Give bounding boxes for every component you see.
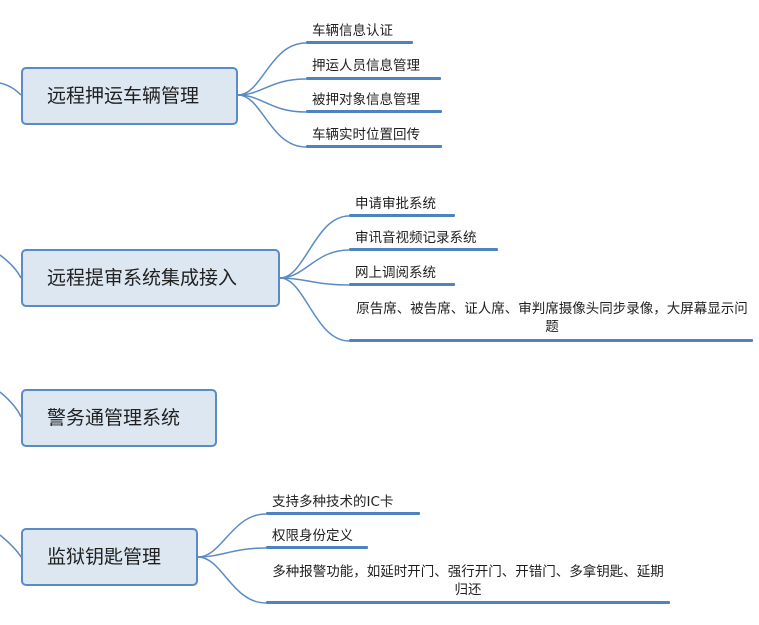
leaf-escorted-object-info[interactable]: 被押对象信息管理 bbox=[312, 92, 420, 108]
connector-root-topic-4 bbox=[0, 534, 22, 558]
leaf-multi-tech-ic-card[interactable]: 支持多种技术的IC卡 bbox=[272, 494, 394, 510]
connector-t2-c4 bbox=[279, 277, 350, 342]
leaf-vehicle-realtime-position[interactable]: 车辆实时位置回传 bbox=[312, 127, 420, 143]
leaf-permission-identity[interactable]: 权限身份定义 bbox=[272, 528, 353, 544]
connector-t4-c3 bbox=[197, 556, 267, 604]
topic-remote-interrogation[interactable]: 远程提审系统集成接入 bbox=[21, 249, 280, 307]
leaf-underline bbox=[306, 110, 442, 113]
leaf-underline bbox=[266, 601, 670, 604]
leaf-courtroom-camera-sync[interactable]: 原告席、被告席、证人席、审判席摄像头同步录像，大屏幕显示问题 bbox=[356, 301, 748, 335]
connector-t4-c1 bbox=[197, 513, 267, 558]
connector-root-topic-3 bbox=[0, 391, 22, 418]
leaf-online-review[interactable]: 网上调阅系统 bbox=[355, 265, 436, 281]
connector-t1-c4 bbox=[237, 94, 307, 148]
connector-t2-c2 bbox=[279, 249, 350, 279]
connector-t1-c1 bbox=[237, 42, 307, 96]
leaf-escort-staff-info[interactable]: 押运人员信息管理 bbox=[312, 58, 420, 74]
connector-t1-c2 bbox=[237, 78, 307, 96]
connector-t4-c2 bbox=[197, 547, 267, 558]
leaf-underline bbox=[349, 248, 498, 251]
topic-prison-key-mgmt[interactable]: 监狱钥匙管理 bbox=[21, 528, 198, 586]
leaf-interrogation-av-record[interactable]: 审讯音视频记录系统 bbox=[355, 230, 477, 246]
leaf-underline bbox=[306, 41, 413, 44]
leaf-underline bbox=[266, 546, 368, 549]
connector-t2-c3 bbox=[279, 277, 350, 286]
leaf-underline bbox=[349, 214, 455, 217]
leaf-underline bbox=[349, 339, 753, 342]
leaf-underline bbox=[306, 145, 442, 148]
leaf-vehicle-info-auth[interactable]: 车辆信息认证 bbox=[312, 23, 393, 39]
leaf-underline bbox=[306, 77, 441, 80]
leaf-multiple-alarms[interactable]: 多种报警功能，如延时开门、强行开门、开错门、多拿钥匙、延期归还 bbox=[272, 564, 664, 598]
connector-t2-c1 bbox=[279, 215, 350, 279]
connector-root-topic-2 bbox=[0, 254, 22, 279]
leaf-application-approval[interactable]: 申请审批系统 bbox=[355, 196, 436, 212]
topic-police-mobile-mgmt[interactable]: 警务通管理系统 bbox=[21, 389, 217, 447]
leaf-underline bbox=[349, 283, 455, 286]
leaf-underline bbox=[266, 512, 420, 515]
connector-root-topic-1 bbox=[0, 82, 22, 96]
topic-remote-escort-vehicle[interactable]: 远程押运车辆管理 bbox=[21, 67, 238, 125]
